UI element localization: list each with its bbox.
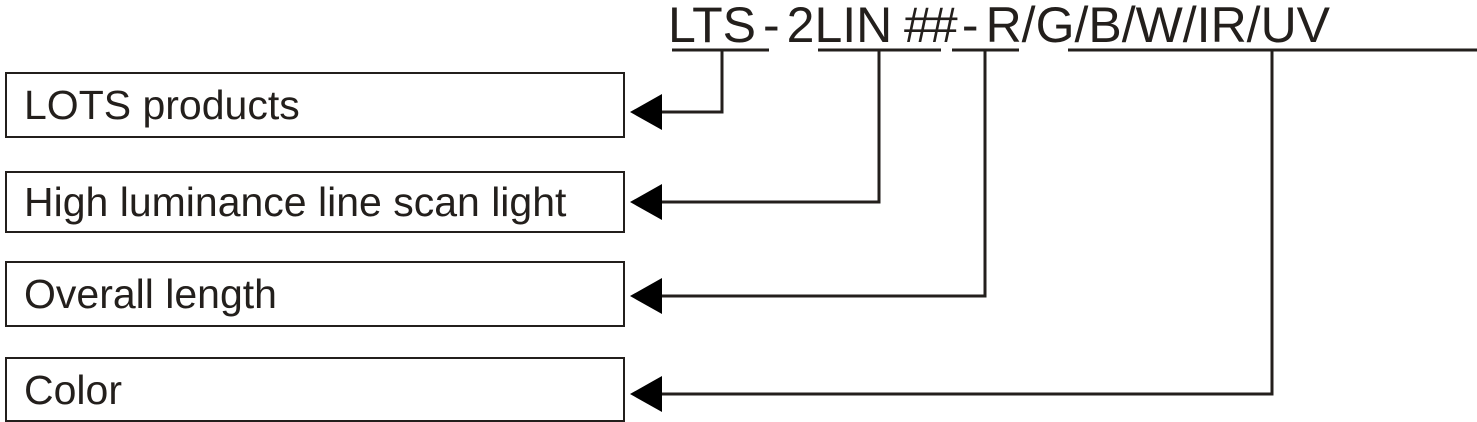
leader-line-series: [658, 48, 724, 114]
callout-box-length: Overall length: [5, 261, 625, 327]
arrow-head-series: [630, 94, 662, 130]
arrow-head-length: [630, 278, 662, 314]
callout-box-color: Color: [5, 357, 625, 422]
callout-label-series: LOTS products: [24, 82, 300, 128]
code-separator-1: -: [763, 0, 780, 53]
code-separator-2: -: [961, 0, 979, 53]
callout-label-type: High luminance line scan light: [24, 179, 567, 225]
leader-line-color: [658, 48, 1274, 396]
callout-box-type: High luminance line scan light: [5, 171, 625, 233]
leader-line-length: [658, 48, 987, 298]
callout-box-series: LOTS products: [5, 72, 625, 138]
callout-label-color: Color: [24, 366, 122, 413]
arrow-head-type: [630, 184, 662, 220]
callout-label-length: Overall length: [24, 271, 277, 317]
code-segment-color: R/G/B/W/IR/UV: [985, 0, 1331, 53]
arrow-head-color: [630, 376, 662, 412]
code-segment-series: LTS: [668, 0, 756, 53]
code-segment-type: 2LIN: [786, 0, 893, 53]
leader-line-type: [658, 48, 881, 204]
code-segment-length: ##: [903, 0, 957, 53]
model-code-line: LTS-2LIN##-R/G/B/W/IR/UV: [668, 0, 1477, 54]
